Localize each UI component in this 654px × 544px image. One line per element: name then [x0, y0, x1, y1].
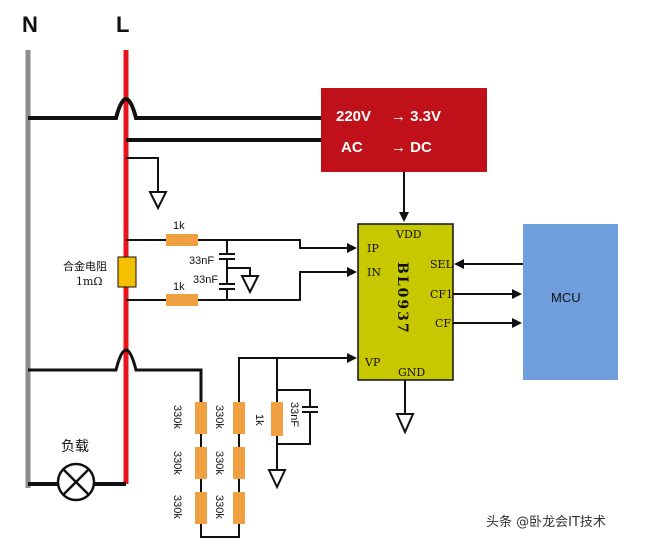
pin-ip-label: IP: [367, 242, 379, 255]
pin-vdd-label: VDD: [395, 228, 422, 241]
resistor-div-a2-label: 330k: [171, 451, 183, 475]
power-input-type: AC: [341, 139, 363, 156]
resistor-div-a2: [195, 447, 207, 479]
resistor-div-a1: [195, 402, 207, 434]
ground-symbol-4: [267, 469, 287, 490]
resistor-div-b2: [233, 447, 245, 479]
resistor-div-b2-label: 330k: [213, 451, 225, 475]
vp-cap-lead-bottom: [277, 412, 311, 445]
mcu-label: MCU: [551, 290, 581, 305]
cap2-label: 33nF: [193, 274, 218, 286]
sense-ground-wire: [126, 157, 159, 192]
shunt-name: 合金电阻: [63, 259, 107, 273]
cap-ground-wire: [227, 267, 251, 276]
power-output-type: → DC: [391, 139, 432, 156]
live-label: L: [116, 12, 129, 37]
neutral-supply-wire: [28, 97, 321, 120]
ip-wire-b: [198, 239, 357, 253]
power-output-voltage: → 3.3V: [391, 108, 441, 125]
pin-in-label: IN: [367, 266, 381, 279]
shunt-value: 1mΩ: [76, 275, 103, 288]
vp-cap-label: 33nF: [288, 402, 300, 427]
pin-vp-label: VP: [364, 356, 381, 369]
cap1-label: 33nF: [189, 255, 214, 267]
resistor-ip-label: 1k: [173, 220, 185, 232]
resistor-div-b1-label: 330k: [213, 405, 225, 429]
resistor-div-b3-label: 330k: [213, 495, 225, 519]
pin-cf-label: CF: [435, 317, 451, 330]
resistor-div-a3: [195, 492, 207, 524]
pin-gnd-label: GND: [398, 366, 425, 379]
power-converter-block: [321, 88, 487, 172]
lamp-cross-2: [62, 468, 90, 496]
resistor-div-b1: [233, 402, 245, 434]
power-input-voltage: 220V: [336, 108, 371, 125]
ground-symbol-2: [240, 275, 260, 295]
resistor-div-a1-label: 330k: [171, 405, 183, 429]
resistor-ip: [166, 234, 198, 246]
shunt-resistor: [117, 256, 137, 288]
in-wire-b: [198, 267, 357, 301]
div-bottom-link: [200, 524, 240, 538]
resistor-in: [166, 294, 198, 306]
bl0937-chip: [357, 223, 454, 381]
pin-cf1-label: CF1: [430, 288, 453, 301]
neutral-label: N: [22, 12, 38, 37]
pin-sel-label: SEL: [430, 258, 454, 271]
resistor-low-label: 1k: [253, 414, 265, 426]
ground-symbol-3: [395, 413, 415, 435]
resistor-div-a3-label: 330k: [171, 495, 183, 519]
resistor-low: [271, 402, 283, 436]
resistor-div-b3: [233, 492, 245, 524]
watermark: 头条 @卧龙会IT技术: [486, 514, 606, 530]
vp-wire: [238, 353, 357, 402]
neutral-divider-wire: [28, 348, 203, 402]
chip-name: BL0937: [394, 262, 410, 335]
vp-cap-lead-top: [277, 389, 311, 407]
mcu-block: [523, 224, 618, 380]
ground-symbol-1: [148, 191, 168, 211]
resistor-in-label: 1k: [173, 281, 185, 293]
load-label: 负载: [61, 439, 89, 455]
